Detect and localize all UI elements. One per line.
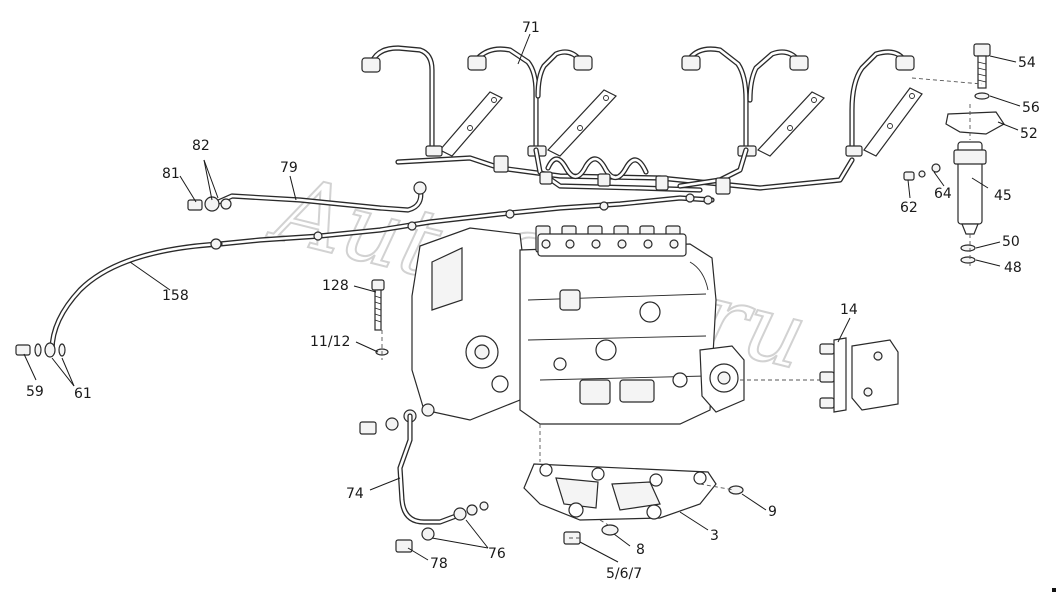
callout-52: 52 [1020, 126, 1038, 142]
injection-pump [411, 225, 745, 425]
callout-3: 3 [710, 528, 719, 544]
oil-line-74 [359, 403, 489, 553]
callout-labels: 71 54 56 52 45 50 48 62 64 82 81 79 158 … [26, 20, 1040, 582]
callout-50: 50 [1002, 234, 1020, 250]
callout-61: 61 [74, 386, 92, 402]
washer-8 [601, 524, 619, 536]
leader-lines [23, 33, 1021, 563]
callout-81: 81 [162, 166, 180, 182]
page-mark [1052, 588, 1056, 592]
callout-54: 54 [1018, 55, 1036, 71]
return-and-feed-lines [15, 181, 715, 358]
callout-48: 48 [1004, 260, 1022, 276]
alignment-lines [381, 77, 983, 539]
callout-82: 82 [192, 138, 210, 154]
callout-14: 14 [840, 302, 858, 318]
callout-62: 62 [900, 200, 918, 216]
callout-5-6-7: 5/6/7 [606, 566, 642, 582]
callout-79: 79 [280, 160, 298, 176]
injection-lines-assembly [361, 45, 923, 195]
callout-8: 8 [636, 542, 645, 558]
bolt-128 [371, 279, 389, 356]
callout-71: 71 [522, 20, 540, 36]
callout-56: 56 [1022, 100, 1040, 116]
callout-45: 45 [994, 188, 1012, 204]
callout-128: 128 [322, 278, 349, 294]
callout-158: 158 [162, 288, 189, 304]
pump-bracket [523, 463, 717, 521]
delivery-valves [535, 225, 687, 257]
washer-9 [728, 485, 744, 495]
injector-45 [903, 43, 1005, 264]
callout-78: 78 [430, 556, 448, 572]
callout-59: 59 [26, 384, 44, 400]
callout-64: 64 [934, 186, 952, 202]
callout-9: 9 [768, 504, 777, 520]
callout-11-12: 11/12 [310, 334, 350, 350]
callout-76: 76 [488, 546, 506, 562]
cover-14 [819, 337, 899, 413]
callout-74: 74 [346, 486, 364, 502]
